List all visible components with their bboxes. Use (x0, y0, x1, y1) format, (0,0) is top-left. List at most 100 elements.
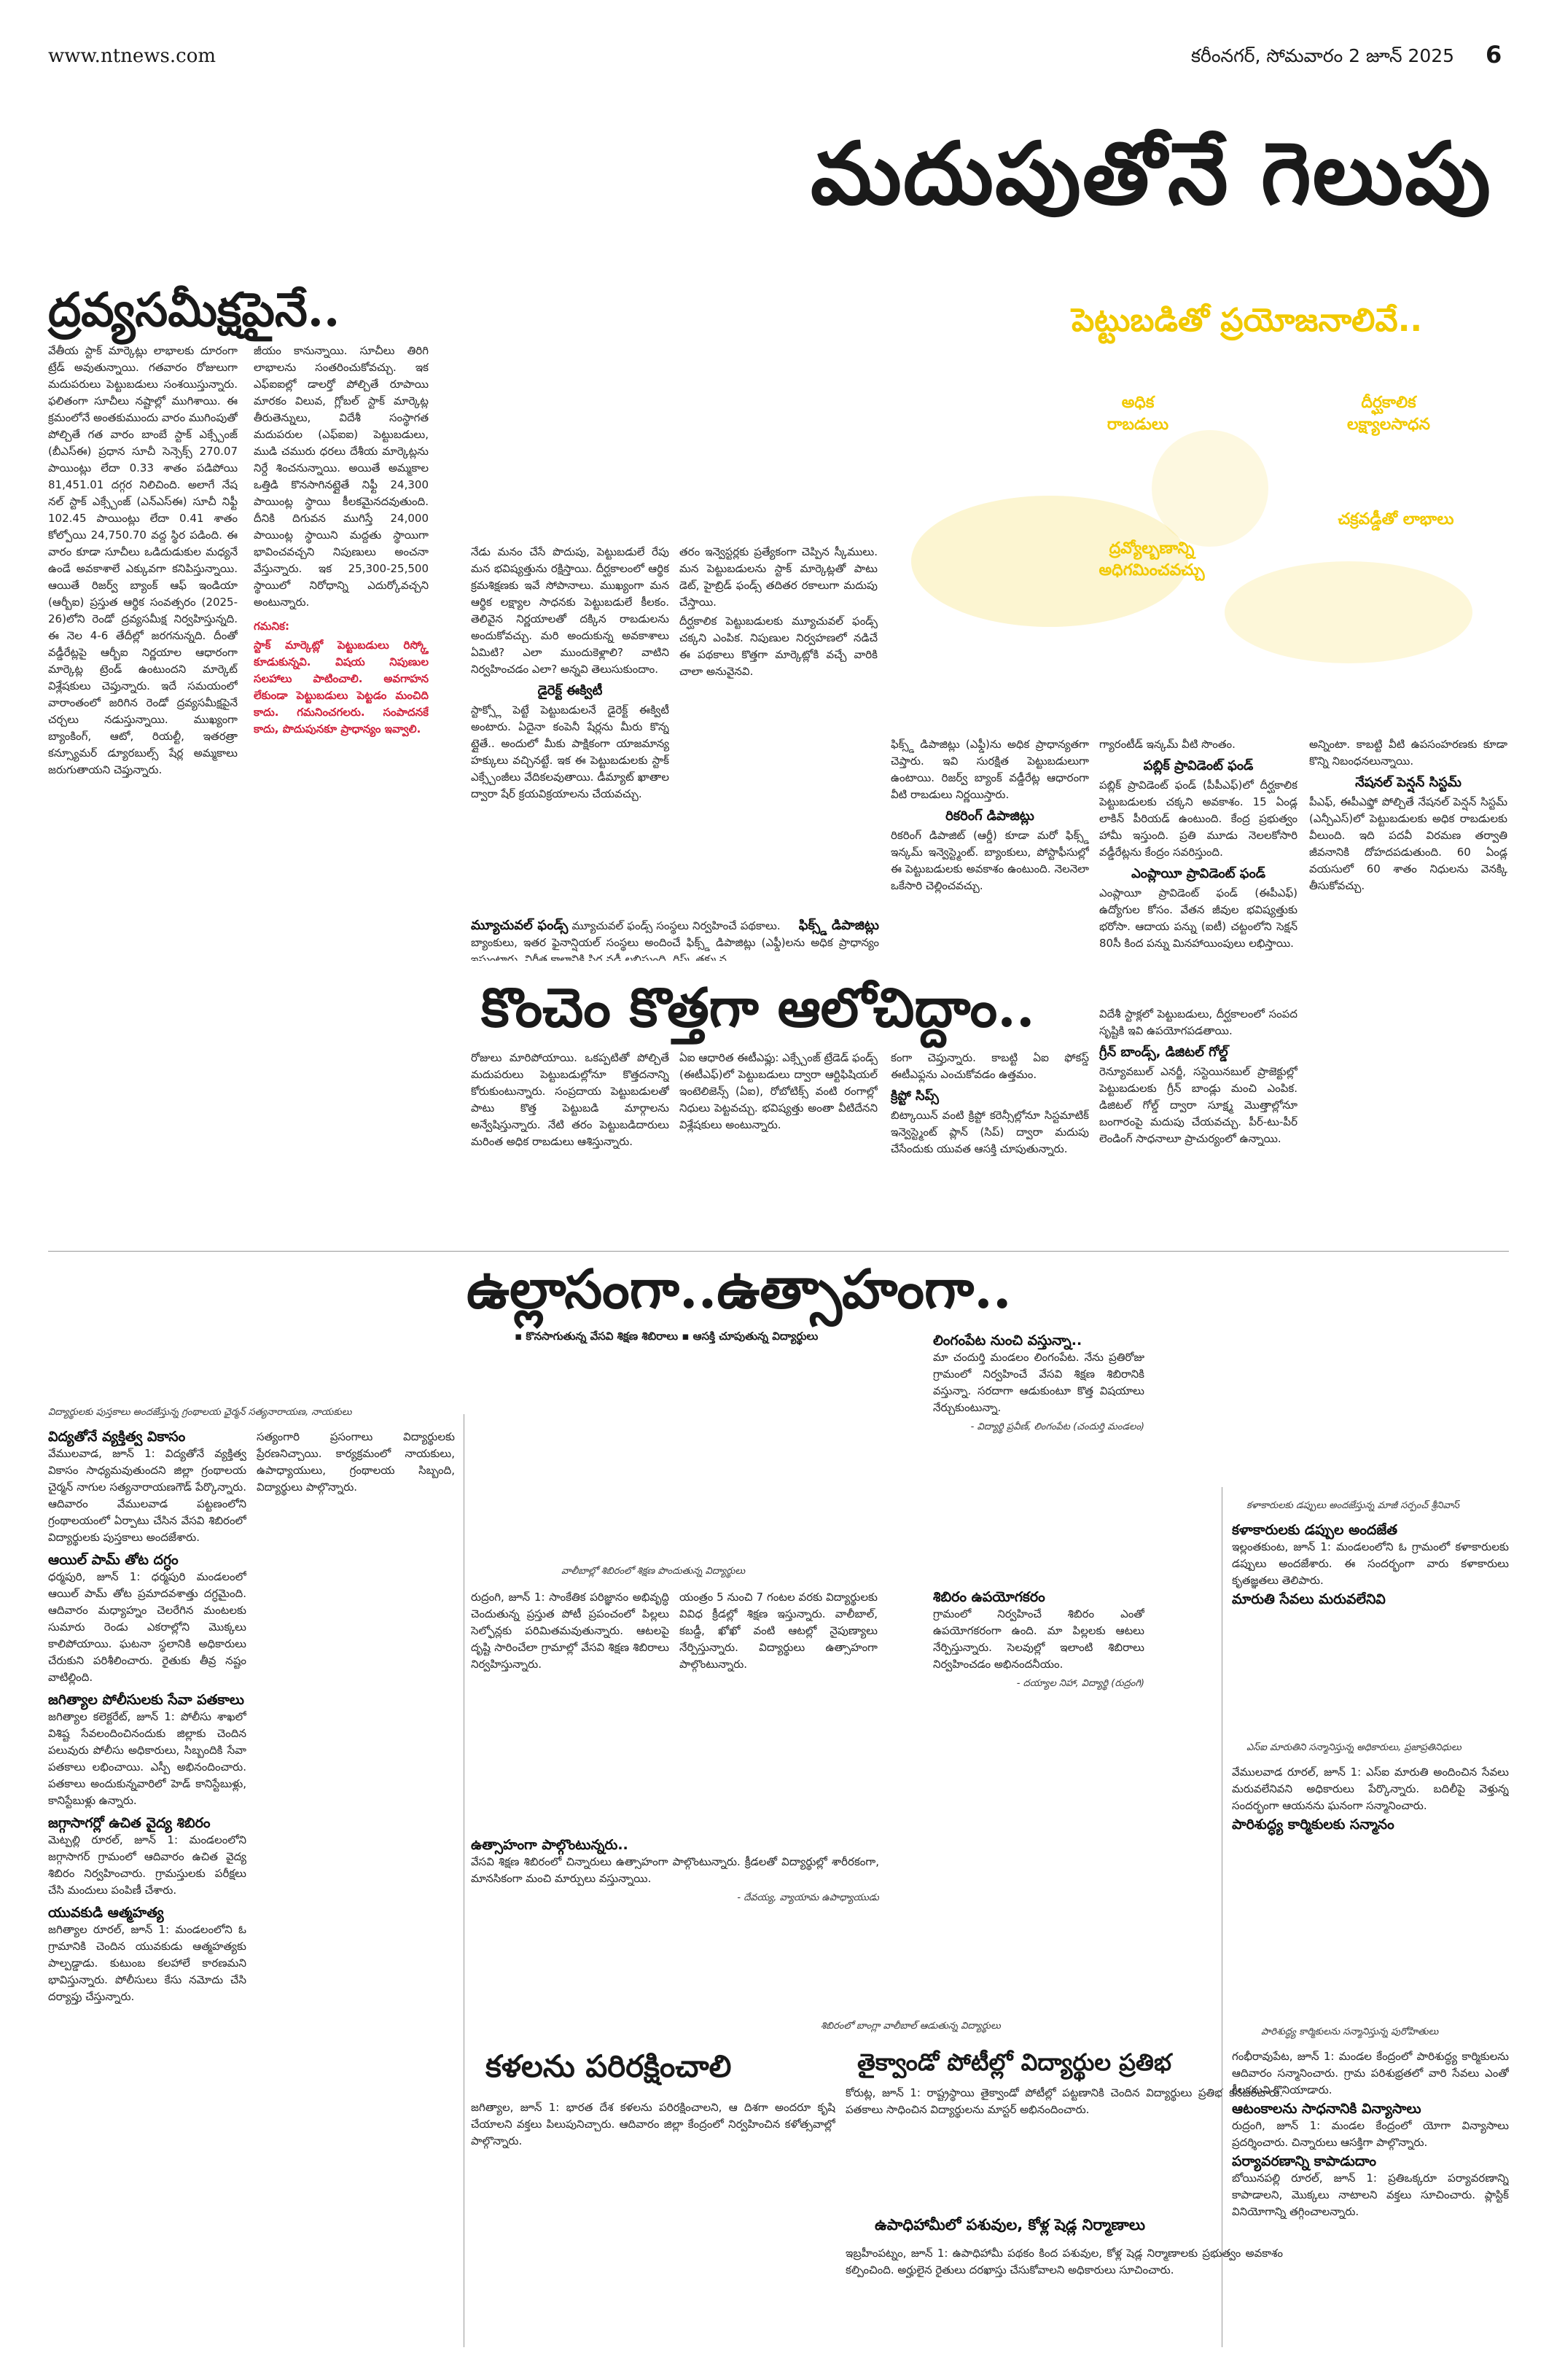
s4-h-kala: కళలను పరిరక్షించాలి (485, 2048, 732, 2084)
s2-intro: నేడు మనం చేసే పొదుపు, పెట్టుబడులే రేపు మ… (471, 545, 669, 676)
s2-col1: నేడు మనం చేసే పొదుపు, పెట్టుబడులే రేపు మ… (471, 544, 669, 908)
dateline: కరీంనగర్, సోమవారం 2 జూన్ 2025 (1191, 45, 1455, 66)
s4-h-maruthi: మారుతి సేవలు మరువలేనివి (1232, 1591, 1386, 1607)
s2-mf: మ్యూచువల్ ఫండ్స్ సంస్థలు నిర్వహించే పథకా… (571, 919, 781, 932)
s2-h-nps: నేషనల్ పెన్షన్ సిస్టమ్ (1355, 775, 1462, 790)
s2-h-fd: ఫిక్స్డ్ డిపాజిట్లు (798, 918, 879, 933)
s2-epf: ఎంప్లాయీ ప్రావిడెంట్ ఫండ్ (ఈపీఎఫ్) ఉద్యో… (1099, 886, 1298, 950)
s4-mid1: రుద్రంగి, జూన్ 1: సాంకేతిక పరిజ్ఞానం అభి… (471, 1589, 669, 1822)
s2-ppf: పబ్లిక్ ప్రావిడెంట్ ఫండ్ (పీపీఎఫ్)లో దీర… (1099, 779, 1298, 859)
rule-top (48, 1251, 1509, 1252)
s3-tail: విదేశీ స్టాక్లలో పెట్టుబడులు, దీర్ఘకాలంల… (1099, 1007, 1298, 1037)
s4-h-police: జగిత్యాల పోలీసులకు సేవా పతకాలు (48, 1692, 244, 1708)
s4-h-oil: ఆయిల్ పామ్ తోట దగ్ధం (48, 1552, 179, 1568)
s4-h-env: పర్యావరణాన్ని కాపాడుదాం (1232, 2153, 1377, 2169)
benefit-inflation: ద్రవ్యోల్బణాన్ని అధిగమించవచ్చు (1099, 539, 1205, 580)
s2-h-mf: మ్యూచువల్ ఫండ్స్ (471, 918, 569, 933)
s4-caption-strip: ▪ కొనసాగుతున్న వేసవి శిక్షణ శిబిరాలు ▪ ఆ… (515, 1330, 819, 1343)
benefit-compound: చక్రవడ్డీతో లాభాలు (1338, 510, 1454, 528)
s4-taek-text: కోరుట్ల, జూన్ 1: రాష్ట్రస్థాయి తైక్వాండో… (846, 2086, 1283, 2116)
s4-cap-tl: విద్యార్థులకు పుస్తకాలు అందజేస్తున్న గ్ర… (48, 1407, 352, 1418)
s2-col2: తరం ఇన్వెస్టర్లకు ప్రత్యేకంగా చెప్పిన స్… (679, 544, 878, 908)
page-number: 6 (1486, 41, 1502, 69)
benefit-high-returns: అధిక రాబడులు (1107, 394, 1169, 434)
s4-kala: జగిత్యాల, జూన్ 1: భారత దేశ కళలను పరిరక్ష… (471, 2099, 835, 2340)
s3-col1: రోజులు మారిపోయాయి. ఒకప్పటితో పోల్చితే మద… (471, 1050, 669, 1232)
s4-colB: సత్యంగారి ప్రసంగాలు విద్యార్థులకు ప్రేరణ… (257, 1429, 455, 1575)
s3-green: రెన్యూవబుల్ ఎనర్జీ, సస్టెయినబుల్ ప్రాజెక… (1099, 1065, 1298, 1145)
s4-r-cap2: ఎస్ఐ మారుతిని సన్మానిస్తున్న అధికారులు, … (1246, 1742, 1462, 1753)
s4-h-cattle: ఉపాధిహామీలో పశువుల, కోళ్ల షెడ్ల నిర్మాణా… (875, 2216, 1145, 2233)
s4-right3: గంభీరావుపేట, జూన్ 1: మండల కేంద్రంలో పారి… (1232, 2048, 1509, 2347)
s4-vidya-b: సత్యంగారి ప్రసంగాలు విద్యార్థులకు ప్రేరణ… (257, 1430, 455, 1494)
s4-h-linga: లింగంపేట నుంచి వస్తున్నా.. (933, 1333, 1082, 1349)
s4-maruthi: వేములవాడ రూరల్, జూన్ 1: ఎస్ఐ మారుతి అంది… (1232, 1766, 1509, 1812)
s3-col2-text: ఏఐ ఆధారిత ఈటీఎఫ్లు: ఎక్స్చేంజ్ ట్రేడెడ్ … (679, 1051, 878, 1131)
s4-r-cap3: పారిశుద్ధ్య కార్మికులను సన్మానిస్తున్న ప… (1261, 2026, 1439, 2037)
s4-top-cap: వాలీబాల్లో శిబిరంలో శిక్షణ పొందుతున్న వి… (561, 1566, 746, 1577)
s4-photo-tl (48, 1327, 456, 1400)
s4-h-utsaha: ఉత్సాహంగా పాల్గొంటున్నరు.. (471, 1837, 628, 1853)
s4-yoga: రుద్రంగి, జూన్ 1: మండల కేంద్రంలో యోగా వి… (1232, 2119, 1509, 2149)
s2-h-rd: రికరింగ్ డిపాజిట్లు (945, 808, 1034, 824)
s4-linga-by: - విద్యార్థి ప్రవీణ్, లింగంపేట (చందుర్తి… (970, 1421, 1144, 1432)
s4-vidya: వేములవాడ, జూన్ 1: విద్యతోనే వ్యక్తిత్వ వ… (48, 1447, 246, 1544)
s2-rd: రికరింగ్ డిపాజిట్ (ఆర్డీ) కూడా మరో ఫిక్స… (891, 829, 1089, 892)
s4-h-useful: శిబిరం ఉపయోగకరం (933, 1589, 1045, 1605)
s4-utsaha: ఉత్సాహంగా పాల్గొంటున్నరు.. వేసవి శిక్షణ … (471, 1837, 879, 2005)
s4-h-dappu: కళాకారులకు డప్పుల అందజేత (1232, 1522, 1397, 1538)
s1-title: ద్రవ్యసమీక్షపైనే.. (48, 283, 340, 338)
s4-utsaha-by: - దేవయ్య, వ్యాయామ ఉపాధ్యాయుడు (737, 1892, 879, 1903)
s4-cattle: ఇబ్రహీంపట్నం, జూన్ 1: ఉపాధిహామీ పథకం కిం… (846, 2245, 1283, 2347)
s4-cattle-text: ఇబ్రహీంపట్నం, జూన్ 1: ఉపాధిహామీ పథకం కిం… (846, 2247, 1283, 2276)
s1-col2-text: జీయం కానున్నాయి. సూచీలు తిరిగి లాభాలను స… (254, 344, 429, 609)
s3-h-reit: క్రిప్టో సిప్స్ (891, 1088, 939, 1104)
s4-env: బోయినపల్లి రూరల్, జూన్ 1: ప్రతిఒక్కరూ పర… (1232, 2172, 1509, 2218)
s4-r-cap: కళాకారులకు డప్పులు అందజేస్తున్న మాజీ సర్… (1246, 1500, 1459, 1511)
s4-police: జగిత్యాల కలెక్టరేట్, జూన్ 1: పోలీసు శాఖల… (48, 1710, 246, 1807)
s2-ppf-intro: గ్యారంటీడ్ ఇన్కమ్ వీటి సొంతం. (1099, 738, 1236, 751)
s4-cap-mid2: శిబిరంలో బాంగ్లా వాలీబాల్ ఆడుతున్న విద్య… (821, 2021, 1001, 2032)
s4-useful-text: గ్రామంలో నిర్వహించే శిబిరం ఎంతో ఉపయోగకరం… (933, 1607, 1144, 1671)
s4-h-sanitation: పారిశుద్ధ్య కార్మికులకు సన్మానం (1232, 1817, 1394, 1833)
s2-fd2: ఫిక్స్డ్ డిపాజిట్లు (ఎఫ్డీ)ను అధిక ప్రాధ… (891, 738, 1089, 801)
s1-col1-text: వేతీయ స్టాక్ మార్కెట్లు లాభాలకు దూరంగా ట… (48, 344, 238, 776)
s3-col4: విదేశీ స్టాక్లలో పెట్టుబడులు, దీర్ఘకాలంల… (1099, 1006, 1298, 1232)
s4-health: మెట్పల్లి రూరల్, జూన్ 1: మండలంలోని జగ్గా… (48, 1833, 246, 1897)
s4-youth: జగిత్యాల రూరల్, జూన్ 1: మండలంలోని ఓ గ్రా… (48, 1923, 246, 2003)
s2-col5: అన్నింటా. కాబట్టి వీటి ఉపసంహరణకు కూడా కొ… (1309, 736, 1507, 955)
s2-h-ppf: పబ్లిక్ ప్రావిడెంట్ ఫండ్ (1143, 758, 1254, 773)
s4-kala-text: జగిత్యాల, జూన్ 1: భారత దేశ కళలను పరిరక్ష… (471, 2101, 835, 2147)
s4-useful: శిబిరం ఉపయోగకరం గ్రామంలో నిర్వహించే శిబి… (933, 1589, 1144, 1822)
s1-note: స్టాక్ మార్కెట్లో పెట్టుబడులు రిస్క్తో క… (254, 639, 429, 736)
s4-right2: వేములవాడ రూరల్, జూన్ 1: ఎస్ఐ మారుతి అంది… (1232, 1764, 1509, 1881)
s1-col2: జీయం కానున్నాయి. సూచీలు తిరిగి లాభాలను స… (254, 343, 429, 1254)
s4-h-health: జగ్గాసాగర్లో ఉచిత వైద్య శిబిరం (48, 1815, 211, 1831)
s3-col3-text: కంగా చెప్తున్నారు. కాబట్టి ఏఐ ఫోకస్డ్ ఈట… (891, 1051, 1089, 1081)
s4-title: ఉల్లాసంగా..ఉత్సాహంగా.. (467, 1258, 1012, 1321)
s4-sanitation: గంభీరావుపేట, జూన్ 1: మండల కేంద్రంలో పారి… (1232, 2050, 1509, 2096)
s3-col2: ఏఐ ఆధారిత ఈటీఎఫ్లు: ఎక్స్చేంజ్ ట్రేడెడ్ … (679, 1050, 878, 1232)
s2-col-mf: మ్యూచువల్ ఫండ్స్ మ్యూచువల్ ఫండ్స్ సంస్థల… (471, 917, 879, 961)
s2-fd: బ్యాంకులు, ఇతర ఫైనాన్షియల్ సంస్థలు అందిం… (471, 936, 879, 961)
s4-linga: లింగంపేట నుంచి వస్తున్నా.. మా చందుర్తి మ… (933, 1333, 1144, 1573)
site-url[interactable]: www.ntnews.com (48, 45, 216, 67)
s4-mid2-text: యంత్రం 5 నుంచి 7 గంటల వరకు విద్యార్థులకు… (679, 1591, 878, 1671)
s3-col1-text: రోజులు మారిపోయాయి. ఒకప్పటితో పోల్చితే మద… (471, 1051, 669, 1148)
s2-h-direct: డైరెక్ట్ ఈక్విటీ (537, 683, 603, 698)
s3-h-green: గ్రీన్ బాండ్స్, డిజిటల్ గోల్డ్ (1099, 1045, 1228, 1060)
s4-h-vidya: విద్యతోనే వ్యక్తిత్వ వికాసం (48, 1429, 186, 1445)
piggy-bank-illustration (897, 270, 1494, 678)
s3-title: కొంచెం కొత్తగా ఆలోచిద్దాం.. (481, 977, 1035, 1039)
s4-mid1-text: రుద్రంగి, జూన్ 1: సాంకేతిక పరిజ్ఞానం అభి… (471, 1591, 669, 1671)
s1-col1: వేతీయ స్టాక్ మార్కెట్లు లాభాలకు దూరంగా ట… (48, 343, 238, 1254)
s4-colA: విద్యతోనే వ్యక్తిత్వ వికాసం వేములవాడ, జూ… (48, 1429, 246, 2333)
s4-oil: ధర్మపురి, జూన్ 1: ధర్మపురి మండలంలో ఆయిల్… (48, 1570, 246, 1684)
s4-linga-text: మా చందుర్తి మండలం లింగంపేట. నేను ప్రతిరో… (933, 1351, 1144, 1414)
s4-h-youth: యువకుడి ఆత్మహత్య (48, 1905, 164, 1921)
s2-h-epf: ఎంప్లాయీ ప్రావిడెంట్ ఫండ్ (1131, 866, 1266, 881)
s3-reit: బిట్కాయిన్ వంటి క్రిప్టో కరెన్సీల్లోనూ స… (891, 1109, 1089, 1155)
s4-taek: కోరుట్ల, జూన్ 1: రాష్ట్రస్థాయి తైక్వాండో… (846, 2085, 1283, 2201)
s2-direct: స్టాక్స్లో పెట్టే పెట్టుబడులనే డైరెక్ట్ … (471, 703, 669, 800)
s2-col4: గ్యారంటీడ్ ఇన్కమ్ వీటి సొంతం. పబ్లిక్ ప్… (1099, 736, 1298, 955)
